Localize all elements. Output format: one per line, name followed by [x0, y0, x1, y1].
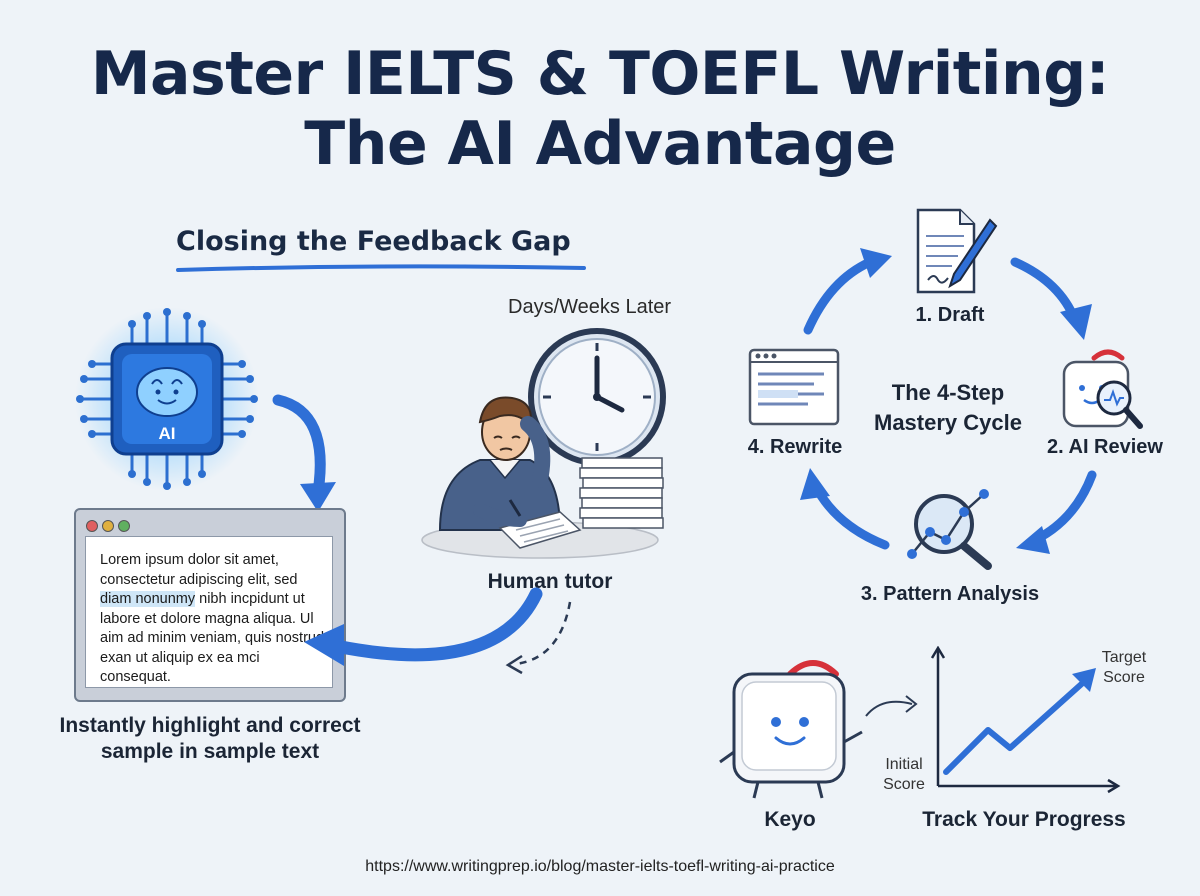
sample-text-before: Lorem ipsum dolor sit amet, consectetur … [100, 552, 298, 588]
sample-text-highlight: diam nonunmy [100, 591, 196, 607]
heading-underline [176, 264, 586, 272]
clock-icon [528, 328, 666, 466]
ai-chip-icon [75, 307, 259, 491]
progress-title: Track Your Progress [922, 808, 1126, 831]
title-line-1: Master IELTS & TOEFL Writing: [90, 39, 1110, 109]
keyo-pointer-arrow-icon [865, 695, 918, 717]
step-2-label: 2. AI Review [1047, 436, 1163, 458]
analysis-magnifier-icon [907, 489, 992, 570]
feedback-heading: Closing the Feedback Gap [176, 226, 571, 257]
human-tutor-label: Human tutor [487, 570, 613, 593]
keyo-mascot-icon [719, 660, 863, 799]
initial-score-line-2: Score [883, 776, 925, 793]
dashed-arrow-icon [505, 601, 572, 675]
step-3-label: 3. Pattern Analysis [860, 583, 1040, 605]
target-score-line-2: Score [1103, 669, 1145, 686]
magnifier-review-icon [1062, 349, 1143, 429]
mastery-cycle-arrows [800, 248, 1097, 554]
cycle-center-title: The 4-Step Mastery Cycle [848, 378, 1048, 438]
keyo-label: Keyo [764, 808, 816, 831]
target-score-label: Target Score [1084, 648, 1164, 688]
sample-text-window: Lorem ipsum dolor sit amet, consectetur … [74, 508, 346, 702]
target-score-line-1: Target [1101, 649, 1147, 666]
left-caption-line-2: sample in sample text [100, 740, 320, 763]
left-caption: Instantly highlight and correct sample i… [40, 713, 380, 765]
step-4-label: 4. Rewrite [747, 436, 843, 458]
sample-text-after: nibh incpidunt ut labore et dolore magna… [100, 591, 325, 685]
document-pen-icon [916, 208, 998, 294]
cycle-center-line-1: The 4-Step [891, 380, 1005, 405]
initial-score-line-1: Initial [885, 756, 923, 773]
left-caption-line-1: Instantly highlight and correct [59, 714, 361, 737]
source-url: https://www.writingprep.io/blog/master-i… [365, 858, 835, 875]
curved-arrow-icon [272, 394, 336, 512]
progress-chart [930, 646, 1121, 794]
title-line-2: The AI Advantage [304, 109, 896, 179]
ai-chip-label: AI [158, 424, 176, 443]
initial-score-label: Initial Score [866, 755, 942, 795]
window-controls [86, 519, 134, 537]
sample-text: Lorem ipsum dolor sit amet, consectetur … [100, 551, 332, 688]
cycle-center-line-2: Mastery Cycle [874, 410, 1022, 435]
step-1-label: 1. Draft [915, 304, 985, 326]
feedback-return-arrow-icon [304, 587, 543, 666]
days-later-label: Days/Weeks Later [508, 296, 672, 318]
human-tutor-illustration [421, 396, 664, 559]
browser-window-icon [748, 348, 840, 426]
